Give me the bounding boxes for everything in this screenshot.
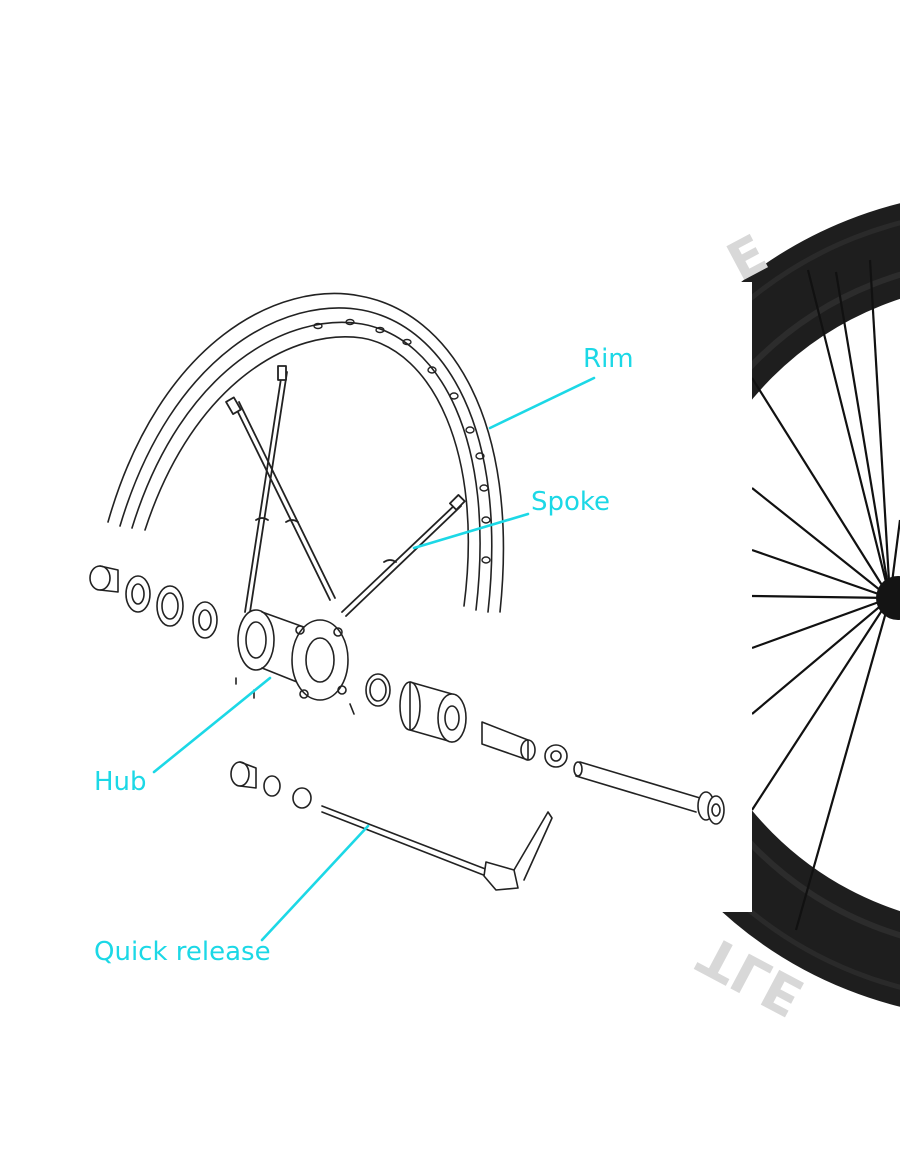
rim-drawing: [107, 292, 505, 613]
rim-callout-line: [488, 376, 596, 430]
hub-drawing: [235, 609, 355, 715]
spoke-callout-line: [412, 512, 530, 550]
quick-release-callout-line: [260, 824, 370, 942]
axle-drawing: [573, 761, 725, 825]
hub-label: Hub: [94, 767, 147, 797]
quick-release-label: Quick release: [94, 937, 271, 967]
spoke-label: Spoke: [531, 487, 611, 517]
quick-release-drawing: [230, 761, 553, 891]
spokes-drawing: [225, 365, 466, 617]
callout-lines: [152, 376, 596, 942]
wheel-photo-spokes: [751, 259, 900, 931]
hub-callout-line: [152, 676, 272, 774]
left-bearing-parts: [89, 565, 218, 639]
wheel-photo-hub: [876, 576, 900, 620]
rim-label: Rim: [583, 344, 634, 374]
line-art: [89, 292, 725, 891]
freehub-drawing: [365, 673, 568, 768]
